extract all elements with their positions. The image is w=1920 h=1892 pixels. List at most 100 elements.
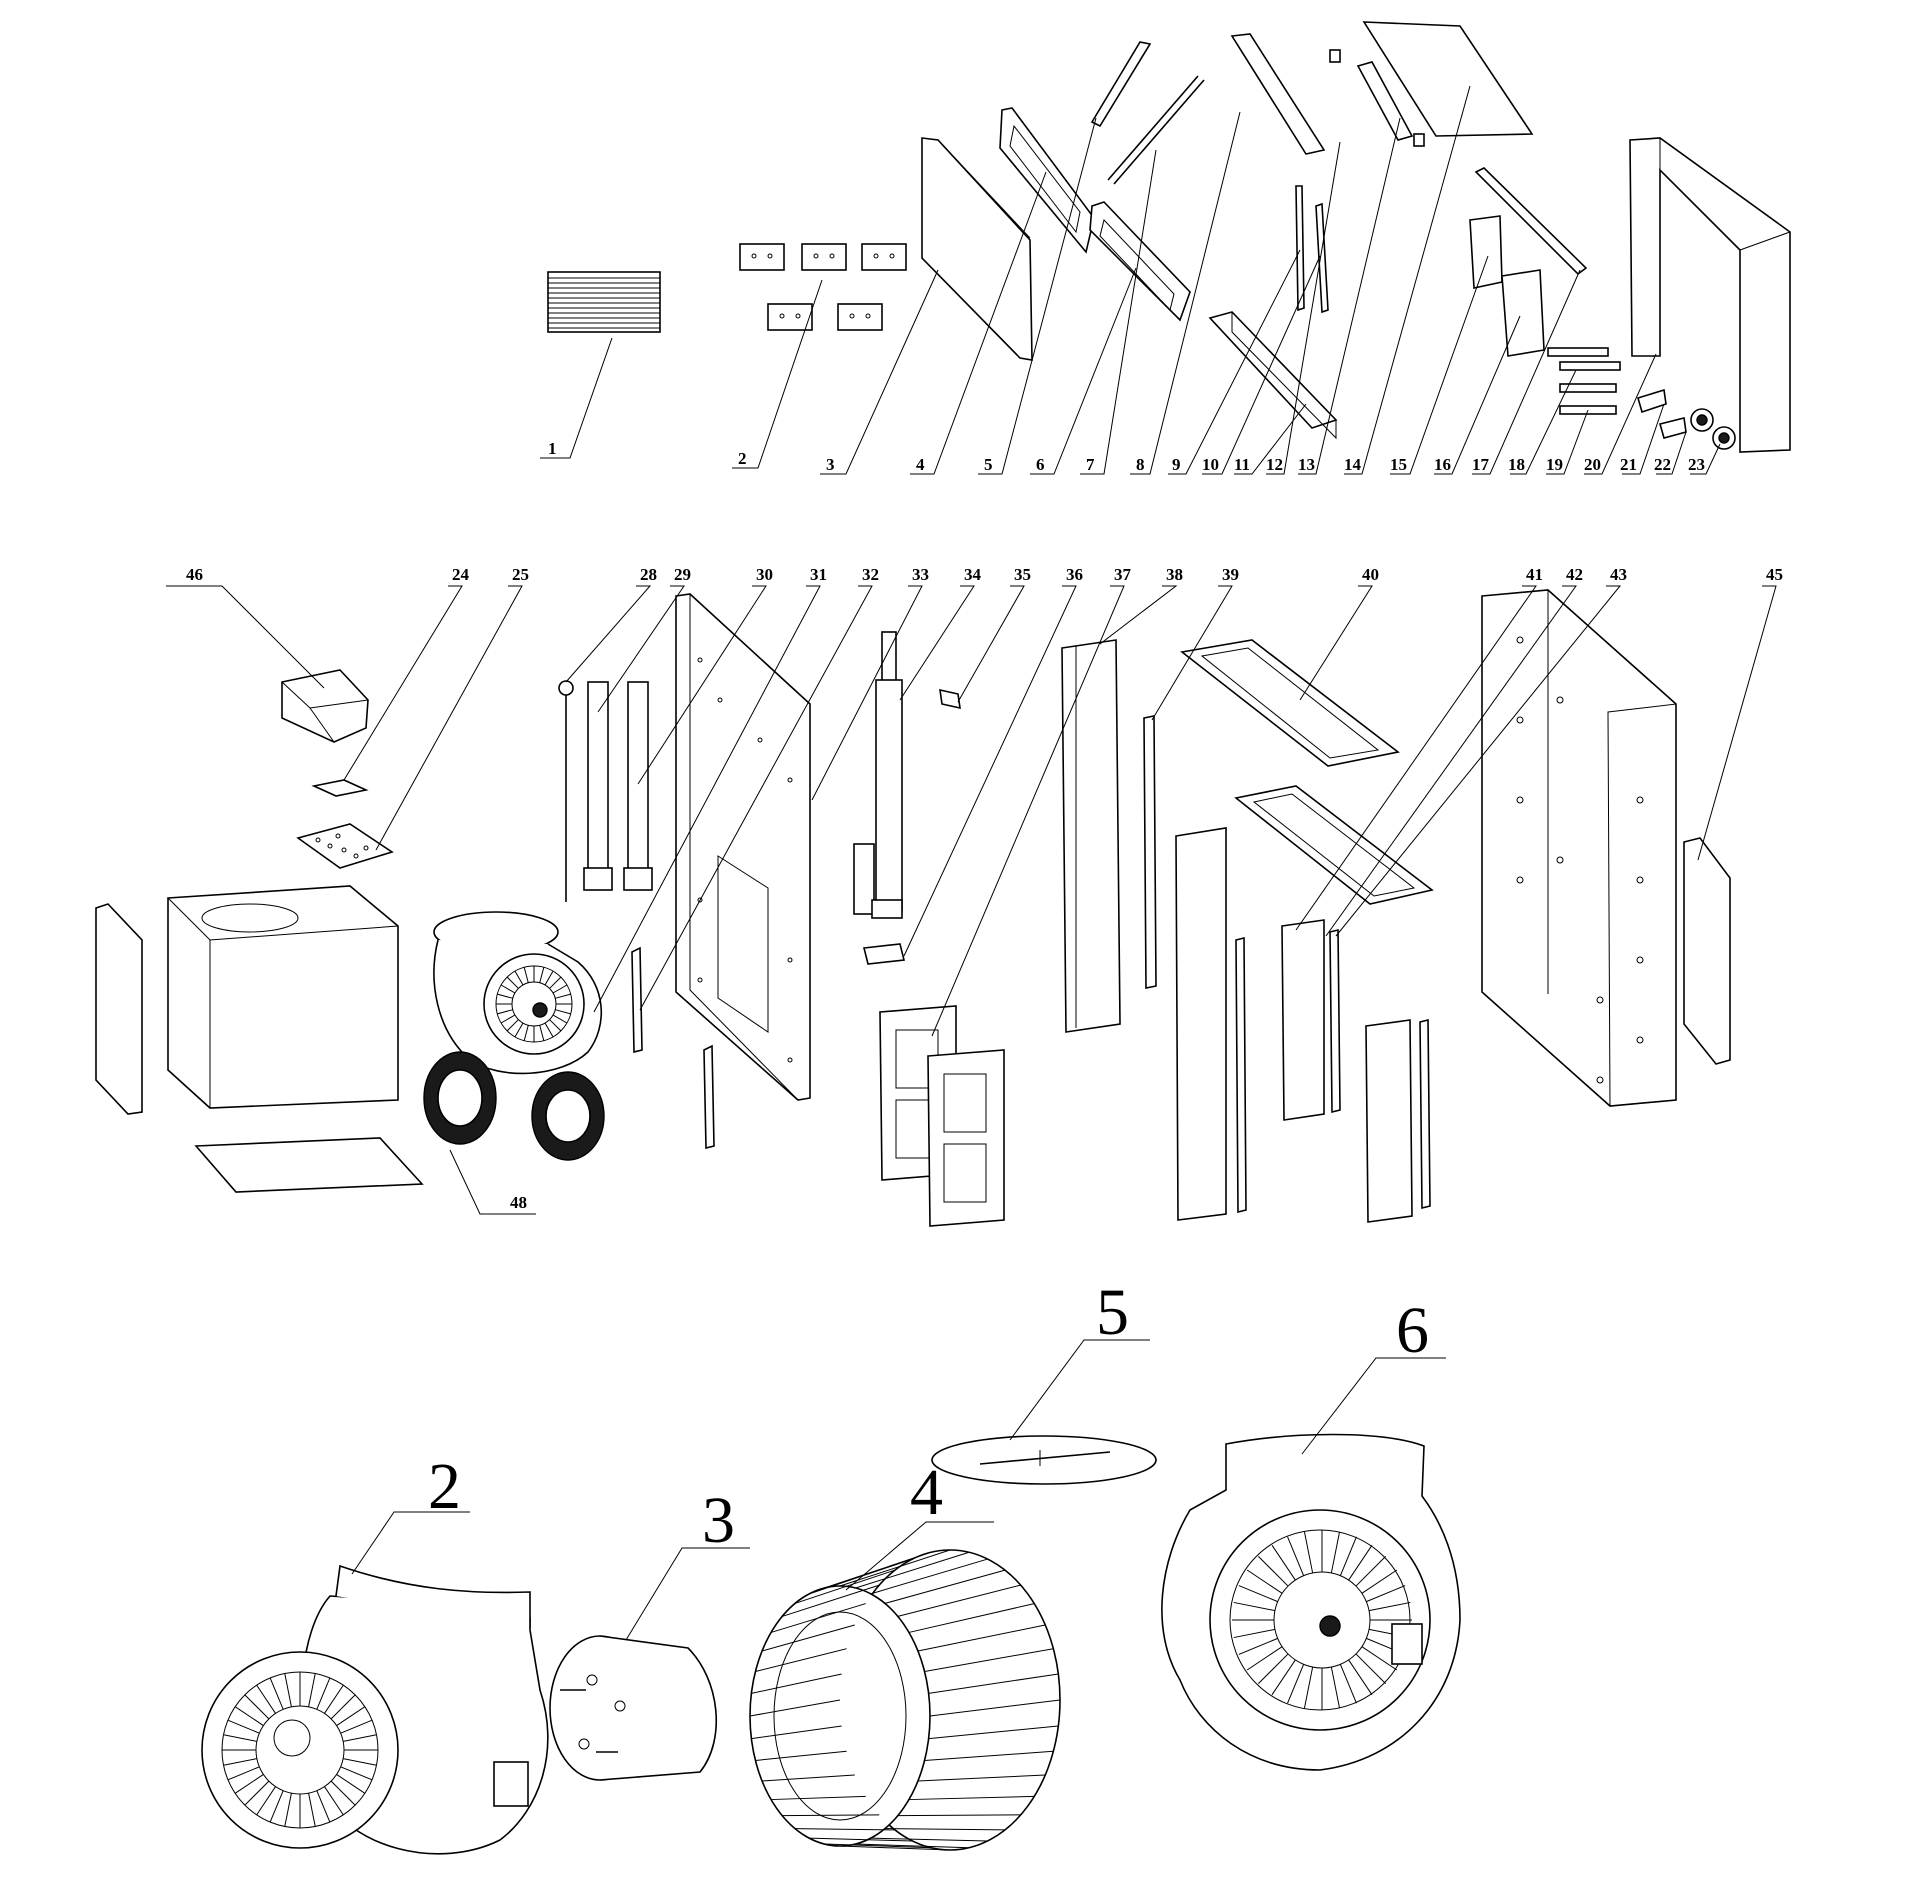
mounting-hole [1596, 996, 1604, 1004]
top-label: 9 [1172, 455, 1181, 474]
part-17-rail [1474, 167, 1588, 276]
impeller-blade [751, 1725, 842, 1740]
mounting-hole [1516, 876, 1524, 884]
housing-grille-spoke [343, 1758, 377, 1766]
housing-grille-spoke [1246, 1646, 1283, 1671]
top-label: 5 [984, 455, 993, 474]
mounting-hole [787, 957, 793, 963]
middle-label: 37 [1114, 565, 1132, 584]
middle-row-leaders [166, 585, 1777, 1215]
mounting-hole [787, 1057, 793, 1063]
impeller-blade [884, 1569, 1006, 1604]
housing-grille-spoke [1330, 1666, 1341, 1709]
blower-grille-spoke [549, 976, 562, 989]
top-label: 12 [1266, 455, 1283, 474]
impeller-blade [929, 1699, 1061, 1717]
part-3-panel [921, 137, 1033, 361]
middle-label: 40 [1362, 565, 1379, 584]
housing-grille-spoke [1258, 1653, 1289, 1684]
fan-label: 4 [910, 1456, 943, 1529]
part-blower-assembly [433, 911, 603, 1075]
middle-label: 39 [1222, 565, 1239, 584]
impeller-blade [771, 1795, 866, 1801]
impeller-blade [928, 1725, 1059, 1740]
middle-label: 41 [1526, 565, 1543, 584]
top-row-labels: 1 2 3 4 5 6 7 8 9 10 11 12 13 14 15 16 1… [548, 439, 1705, 474]
top-label: 1 [548, 439, 557, 458]
middle-label: 29 [674, 565, 691, 584]
pcb-component [363, 845, 369, 851]
part-bottom-plate [194, 1137, 424, 1193]
mounting-hole [1556, 696, 1564, 704]
impeller-blade [809, 1558, 913, 1595]
impeller-blade [781, 1584, 880, 1617]
part-side-panel-left [95, 903, 143, 1115]
top-label: 23 [1688, 455, 1705, 474]
top-label: 20 [1584, 455, 1601, 474]
housing-grille-spoke [1361, 1646, 1398, 1671]
top-label: 14 [1344, 455, 1362, 474]
housing-grille-spoke [1238, 1637, 1278, 1655]
housing-grille-spoke [1287, 1536, 1305, 1576]
top-label: 15 [1390, 455, 1407, 474]
part-5-rail [1090, 41, 1152, 128]
housing-grille-spoke [1355, 1556, 1386, 1587]
part-8-top-plate [1230, 33, 1326, 155]
housing-grille-spoke [234, 1774, 264, 1794]
pcb-component [315, 837, 321, 843]
housing-grille-spoke [343, 1734, 377, 1742]
middle-label: 35 [1014, 565, 1031, 584]
mounting-hole [1596, 1076, 1604, 1084]
housing-grille-spoke [227, 1766, 260, 1781]
mounting-hole [787, 777, 793, 783]
mounting-hole [1556, 856, 1564, 864]
part-7-rod [1107, 75, 1205, 185]
housing-grille-spoke [269, 1677, 284, 1710]
housing-grille-spoke [227, 1719, 260, 1734]
mounting-hole [1636, 876, 1644, 884]
housing-grille-spoke [284, 1673, 292, 1707]
part-21-22-hinges [1637, 388, 1687, 439]
housing-grille-spoke [1339, 1664, 1357, 1704]
impeller-blade [794, 1828, 896, 1831]
part-15-bracket [1469, 215, 1503, 289]
housing-grille-spoke [223, 1758, 257, 1766]
blower-grille-spoke [539, 967, 545, 983]
top-label: 21 [1620, 455, 1637, 474]
impeller-blade [908, 1795, 1035, 1801]
housing-grille-spoke [324, 1786, 344, 1816]
impeller-blade [755, 1648, 847, 1673]
part-12-bracket [1329, 49, 1425, 147]
impeller-blade [762, 1774, 855, 1782]
part-37-38-frames [879, 1005, 1005, 1227]
part-2-clips [739, 243, 907, 331]
blower-grille-spoke [555, 1009, 571, 1015]
impeller-blade [897, 1814, 1021, 1817]
part-18-20-strips [1547, 347, 1621, 415]
impeller-blade [751, 1673, 842, 1694]
pcb-component [335, 833, 341, 839]
part-39-column [1061, 639, 1121, 1033]
housing-grille-spoke [256, 1786, 276, 1816]
mounting-hole [697, 977, 703, 983]
top-label: 17 [1472, 455, 1490, 474]
impeller-blade [884, 1828, 1006, 1831]
middle-label: 33 [912, 565, 929, 584]
middle-label: 42 [1566, 565, 1583, 584]
housing-grille-spoke [1271, 1659, 1296, 1696]
housing-grille-spoke [1348, 1659, 1373, 1696]
part-24-board [311, 779, 369, 797]
pcb-component [353, 853, 359, 859]
part-motor-housing-box [167, 885, 399, 1109]
mounting-hole [697, 657, 703, 663]
part-43-outer-housing [1481, 589, 1677, 1107]
mounting-hole [1636, 1036, 1644, 1044]
blower-grille-spoke [539, 1025, 545, 1041]
part-34-actuator [853, 631, 903, 919]
impeller-blade [870, 1837, 988, 1842]
impeller-blade [749, 1699, 841, 1717]
housing-grille-spoke [330, 1694, 356, 1720]
part-28-29-30-rods [558, 680, 653, 902]
part-14-glass-top [1362, 21, 1534, 137]
